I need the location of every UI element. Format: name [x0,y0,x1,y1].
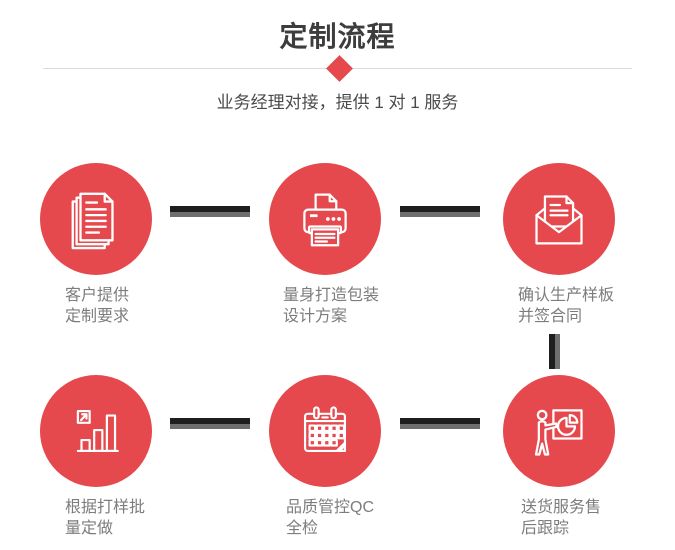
connector-step3-step6 [549,334,560,369]
step-label-2-line1: 量身打造包装 [283,287,380,304]
step-label-6: 送货服务售 后跟踪 [521,497,601,539]
page-subtitle: 业务经理对接，提供 1 对 1 服务 [216,93,459,112]
step-label-2: 量身打造包装 设计方案 [283,285,379,327]
step-circle-5 [269,375,381,487]
step-label-1-line1: 客户提供 [65,287,130,304]
step-circle-3 [503,163,615,275]
step-label-6-line1: 送货服务售 [521,499,602,516]
printer-icon [303,193,347,247]
step-label-5: 品质管控QC 全检 [286,497,374,539]
step-label-1-line2: 定制要求 [65,308,130,325]
calendar-icon [303,406,347,453]
step-circle-2 [269,163,381,275]
connector-step1-step2 [170,206,250,217]
step-label-3-line2: 并签合同 [518,308,583,325]
step-label-4: 根据打样批 量定做 [65,497,145,539]
presentation-icon [534,409,583,456]
step-label-6-line2: 后跟踪 [521,520,570,537]
step-label-4-line1: 根据打样批 [65,499,146,516]
step-circle-1 [40,163,152,275]
step-label-3: 确认生产样板 并签合同 [518,285,614,327]
connector-step2-step3 [400,206,480,217]
bar-chart-icon [76,409,119,453]
diamond-accent-icon [326,55,353,82]
step-label-5-line1: 品质管控QC [286,499,375,516]
envelope-icon [535,195,583,245]
step-label-3-line1: 确认生产样板 [518,287,615,304]
documents-icon [71,192,114,250]
page-title: 定制流程 [279,21,396,52]
connector-step4-step5 [170,418,250,429]
connector-step5-step6 [400,418,480,429]
step-label-1: 客户提供 定制要求 [65,285,129,327]
step-circle-6 [503,375,615,487]
step-circle-4 [40,375,152,487]
step-label-4-line2: 量定做 [65,520,114,537]
step-label-5-line2: 全检 [286,520,319,537]
step-label-2-line2: 设计方案 [283,308,348,325]
